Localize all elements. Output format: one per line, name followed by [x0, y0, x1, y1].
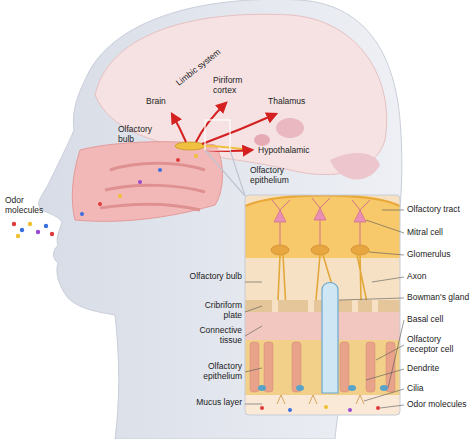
anatomy-label: Olfactory epithelium: [250, 166, 310, 186]
zoom-marker: [205, 120, 245, 196]
leader-lines: [245, 210, 404, 408]
anatomy-label: Hypothalamic: [258, 146, 320, 156]
anatomy-label: Olfactory bulb: [186, 272, 242, 282]
anatomy-label: Odor molecules: [5, 196, 57, 216]
anatomy-label: Glomerulus: [407, 250, 471, 260]
olfactory-bulb-shape: [175, 142, 250, 150]
anatomy-label: Olfactory receptor cell: [407, 335, 471, 355]
anatomy-label: Piriform cortex: [213, 76, 259, 96]
head: [39, 0, 402, 439]
anatomy-label: Basal cell: [407, 315, 471, 325]
anatomy-label: Mitral cell: [407, 228, 471, 238]
anatomy-label: Olfactory bulb: [118, 125, 166, 145]
nasal-cavity: [72, 142, 222, 222]
anatomy-label: Mucus layer: [186, 398, 242, 408]
odor-molecules: [12, 154, 198, 238]
anatomy-label: Olfactory epithelium: [184, 362, 242, 382]
anatomy-label: Olfactory tract: [407, 205, 471, 215]
inset-tissue: [245, 195, 400, 415]
anatomy-label: Bowman's gland: [407, 293, 471, 303]
anatomy-label: Odor molecules: [407, 400, 471, 410]
anatomy-label: Cribriform plate: [186, 301, 242, 321]
anatomy-label: Brain: [146, 97, 178, 107]
anatomy-label: Connective tissue: [184, 326, 242, 346]
neural-pathway-arrows: [172, 103, 276, 151]
anatomy-label: Thalamus: [268, 97, 318, 107]
anatomy-label: Dendrite: [407, 364, 471, 374]
anatomy-label: Cilia: [407, 384, 471, 394]
anatomy-label: Axon: [407, 272, 471, 282]
inset-frame: [245, 195, 400, 415]
